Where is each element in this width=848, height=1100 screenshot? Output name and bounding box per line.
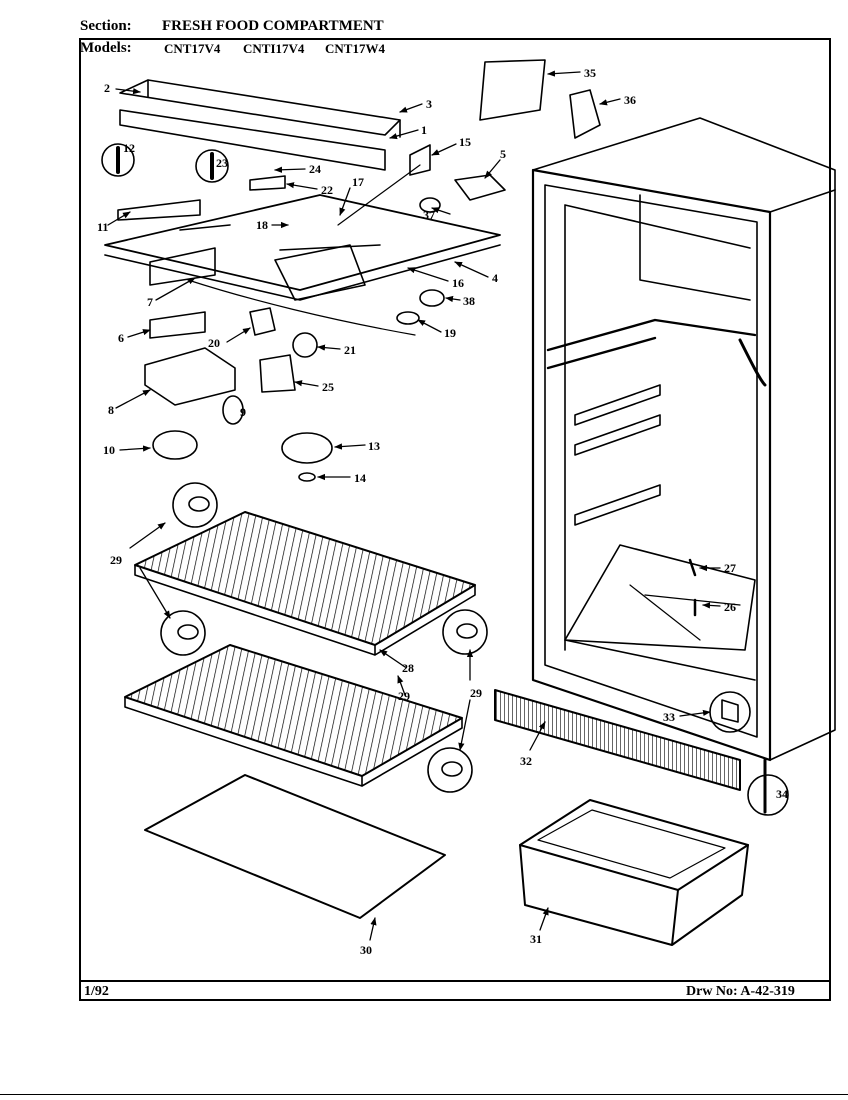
callout-30: 30	[360, 943, 372, 957]
callout-34: 34	[776, 787, 788, 801]
callout-9: 9	[240, 405, 246, 419]
callout-33: 33	[663, 710, 675, 724]
callout-4: 4	[492, 271, 498, 285]
callout-36: 36	[624, 93, 636, 107]
light-shield-assembly	[119, 79, 401, 171]
callout-31: 31	[530, 932, 542, 946]
callout-26: 26	[724, 600, 736, 614]
control-tray	[104, 194, 501, 301]
callout-7: 7	[147, 295, 153, 309]
callout-11: 11	[97, 220, 108, 234]
callout-18: 18	[256, 218, 268, 232]
callout-5: 5	[500, 147, 506, 161]
refrigerator-cabinet	[531, 117, 836, 762]
callout-28: 28	[402, 661, 414, 675]
callout-38: 38	[463, 294, 475, 308]
callout-17: 17	[352, 175, 364, 189]
callout-1: 1	[421, 123, 427, 137]
callout-16: 16	[452, 276, 464, 290]
callout-35: 35	[584, 66, 596, 80]
callout-12: 12	[123, 141, 135, 155]
callout-13: 13	[368, 439, 380, 453]
section-title: FRESH FOOD COMPARTMENT	[162, 18, 384, 34]
callout-labels: 1 2 3 4 5 6 7 8 9 10 11 12 13 14 15 16 1…	[97, 66, 788, 957]
callout-32: 32	[520, 754, 532, 768]
crisper-and-grille	[494, 558, 789, 946]
callout-6: 6	[118, 331, 124, 345]
section-label: Section:	[80, 18, 132, 34]
callout-20: 20	[208, 336, 220, 350]
footer-divider	[79, 980, 831, 982]
small-parts	[101, 59, 601, 482]
model-number: CNT17V4	[164, 41, 221, 56]
callout-23: 23	[216, 156, 228, 170]
callout-2: 2	[104, 81, 110, 95]
page-bottom-rule	[0, 1094, 848, 1095]
callout-14: 14	[354, 471, 366, 485]
callout-10: 10	[103, 443, 115, 457]
callout-24: 24	[309, 162, 321, 176]
callout-29: 29	[110, 553, 122, 567]
drawing-frame	[79, 38, 831, 1001]
callout-22: 22	[321, 183, 333, 197]
glass-shelves	[124, 482, 488, 919]
callout-25: 25	[322, 380, 334, 394]
callout-29: 29	[398, 689, 410, 703]
callout-8: 8	[108, 403, 114, 417]
model-number: CNT17W4	[325, 41, 385, 56]
callout-15: 15	[459, 135, 471, 149]
leader-lines	[107, 70, 721, 941]
callout-29: 29	[470, 686, 482, 700]
models-label: Models:	[80, 40, 132, 56]
callout-21: 21	[344, 343, 356, 357]
callout-3: 3	[426, 97, 432, 111]
drawing-number: Drw No: A-42-319	[686, 984, 795, 999]
model-number: CNTI17V4	[243, 41, 305, 56]
callout-37: 37	[423, 208, 435, 222]
callout-19: 19	[444, 326, 456, 340]
callout-27: 27	[724, 561, 736, 575]
drawing-date: 1/92	[84, 984, 109, 999]
